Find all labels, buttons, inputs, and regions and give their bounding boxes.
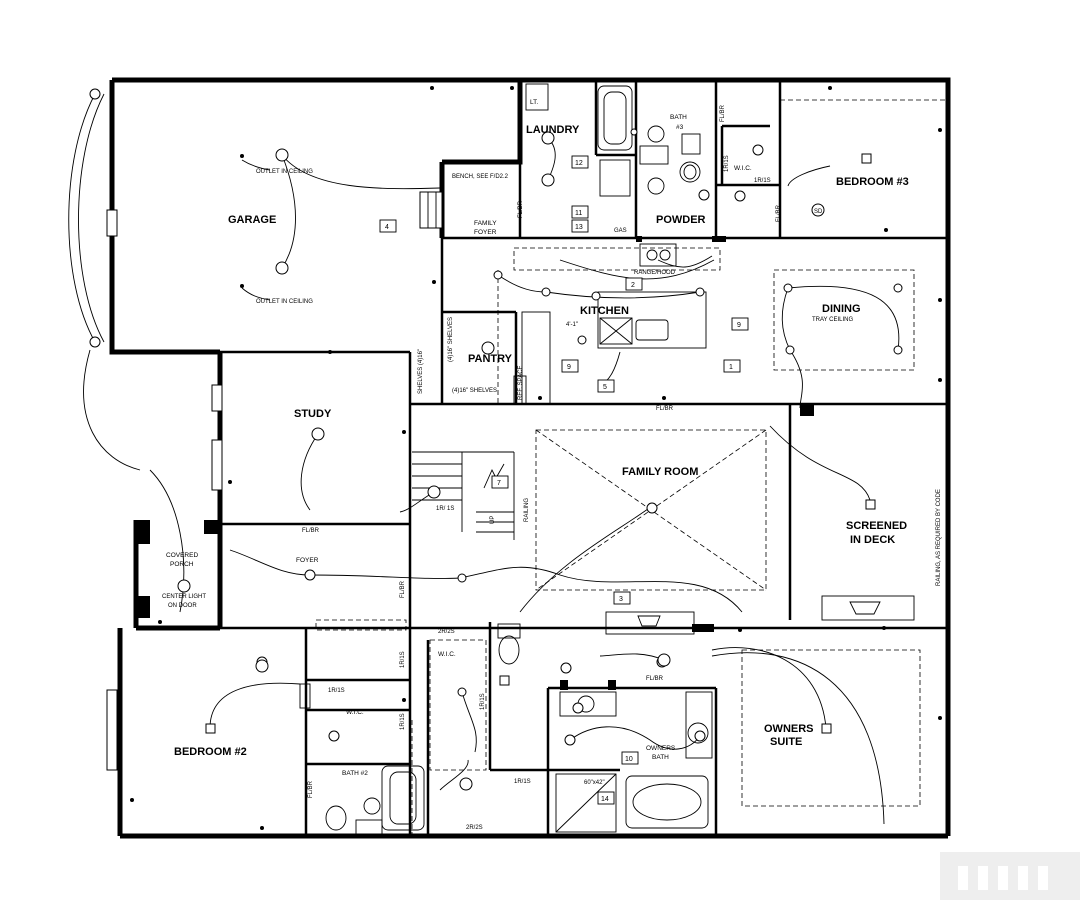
room-family-room: FAMILY ROOM — [622, 466, 698, 478]
room-bedroom2: BEDROOM #2 — [174, 746, 247, 758]
callout-14: 14 — [601, 796, 609, 803]
room-lt: LT. — [530, 99, 538, 106]
openings — [68, 88, 814, 771]
interior-walls — [220, 80, 948, 836]
callout-7: 7 — [497, 480, 501, 487]
room-owners-suite-2: SUITE — [770, 736, 802, 748]
room-owners-bath-1: OWNERS — [646, 745, 676, 752]
room-laundry: LAUNDRY — [526, 124, 580, 136]
room-screened-2: IN DECK — [850, 534, 895, 546]
tag-fl-br: FL/BR — [400, 580, 406, 598]
room-study: STUDY — [294, 408, 332, 420]
stairs — [412, 451, 515, 540]
note-gas: GAS — [614, 228, 627, 234]
note-outlet-ceiling-2: OUTLET IN CEILING — [256, 299, 313, 305]
tag-1r-1s: 1R/1S — [400, 651, 406, 668]
room-bath3: BATH — [670, 114, 687, 121]
watermark — [940, 852, 1080, 900]
tag-2r-2s: 2R/2S — [438, 629, 455, 635]
room-labels: GARAGE LAUNDRY LT. BATH #3 W.I.C. BEDROO… — [166, 99, 909, 777]
callout-9-b: 9 — [567, 364, 571, 371]
tag-fl-br: FL/BR — [518, 200, 524, 218]
callout-9: 9 — [737, 322, 741, 329]
room-foyer: FOYER — [296, 557, 319, 564]
tag-1r-1s: 1R/1S — [400, 713, 406, 730]
room-bath2: BATH #2 — [342, 770, 368, 777]
tag-fl-br: FL/BR — [720, 104, 726, 122]
note-railing: RAILING — [524, 498, 530, 522]
room-wic-top: W.I.C. — [734, 165, 752, 172]
tag-fl-br: FL/BR — [776, 204, 782, 222]
note-dim-kitchen: 4'-1" — [566, 322, 578, 328]
room-dining: DINING — [822, 303, 861, 315]
room-pantry: PANTRY — [468, 353, 513, 365]
note-up: UP — [490, 516, 496, 524]
tag-fl-br: FL/BR — [656, 406, 674, 412]
note-center-light-1: CENTER LIGHT — [162, 594, 206, 600]
note-center-light-2: ON DOOR — [168, 603, 197, 609]
room-bedroom3: BEDROOM #3 — [836, 176, 909, 188]
callout-5: 5 — [603, 384, 607, 391]
room-wic-mid: W.I.C. — [438, 651, 456, 658]
switch-tags: FL/BR FL/BR FL/BR FL/BR FL/BR FL/BR FL/B… — [302, 104, 823, 831]
note-railing-code: RAILING, AS REQUIRED BY CODE — [936, 489, 942, 586]
tag-smoke-detector: SD — [814, 209, 823, 215]
room-screened-1: SCREENED — [846, 520, 907, 532]
callout-13: 13 — [575, 224, 583, 231]
room-owners-bath-2: BATH — [652, 754, 669, 761]
fixtures — [299, 83, 915, 835]
callout-3: 3 — [619, 596, 623, 603]
notes: OUTLET IN CEILING OUTLET IN CEILING BENC… — [162, 169, 942, 786]
callout-10: 10 — [625, 756, 633, 763]
callouts — [379, 155, 749, 805]
tag-2r-2s: 2R/2S — [466, 825, 483, 831]
callout-12: 12 — [575, 160, 583, 167]
room-family-foyer-1: FAMILY — [474, 220, 497, 227]
tag-fl-br: FL/BR — [308, 780, 314, 798]
tag-1r-1s: 1R/1S — [480, 693, 486, 710]
callout-2: 2 — [631, 282, 635, 289]
room-garage: GARAGE — [228, 214, 276, 226]
callout-1: 1 — [729, 364, 733, 371]
room-dining-sub: TRAY CEILING — [812, 317, 853, 323]
note-shelves-v: (4)16" SHELVES — [448, 317, 454, 362]
note-shelves-small: SHELVES (4)16" — [418, 349, 424, 394]
callout-4: 4 — [385, 224, 389, 231]
room-kitchen: KITCHEN — [580, 305, 629, 317]
room-bath3-num: #3 — [676, 124, 684, 131]
wiring — [83, 137, 900, 825]
light-fixtures — [177, 128, 903, 791]
note-ref-space: REF. SPACE — [518, 365, 524, 400]
room-powder: POWDER — [656, 214, 706, 226]
note-shelves-h: (4)16" SHELVES — [452, 388, 497, 394]
room-covered-porch-1: COVERED — [166, 552, 198, 559]
room-owners-suite-1: OWNERS — [764, 723, 814, 735]
callout-11: 11 — [575, 210, 582, 217]
callout-numbers: 1 2 3 4 5 9 9 10 11 12 13 14 7 — [385, 160, 741, 803]
outlets — [130, 86, 942, 830]
exterior-walls — [109, 77, 951, 839]
note-dim-shower: 60"x42" — [584, 780, 605, 786]
tag-1r-1s: 1R/1S — [328, 688, 345, 694]
tag-fl-br: FL/BR — [302, 528, 320, 534]
tag-fl-br: FL/BR — [646, 676, 664, 682]
note-range-hood: RANGE/HOOD — [634, 270, 676, 276]
tag-1r-1s: 1R/1S — [754, 178, 771, 184]
note-bench: BENCH, SEE F/D2.2 — [452, 174, 509, 180]
room-wic-left: W.I.C. — [346, 709, 364, 716]
room-covered-porch-2: PORCH — [170, 561, 194, 568]
tag-1r-1s: 1R/1S — [724, 155, 730, 172]
tag-1r-1s: 1R/ 1S — [436, 506, 454, 512]
note-outlet-ceiling-1: OUTLET IN CEILING — [256, 169, 313, 175]
room-family-foyer-2: FOYER — [474, 229, 497, 236]
tag-1r-1s: 1R/1S — [514, 779, 531, 785]
